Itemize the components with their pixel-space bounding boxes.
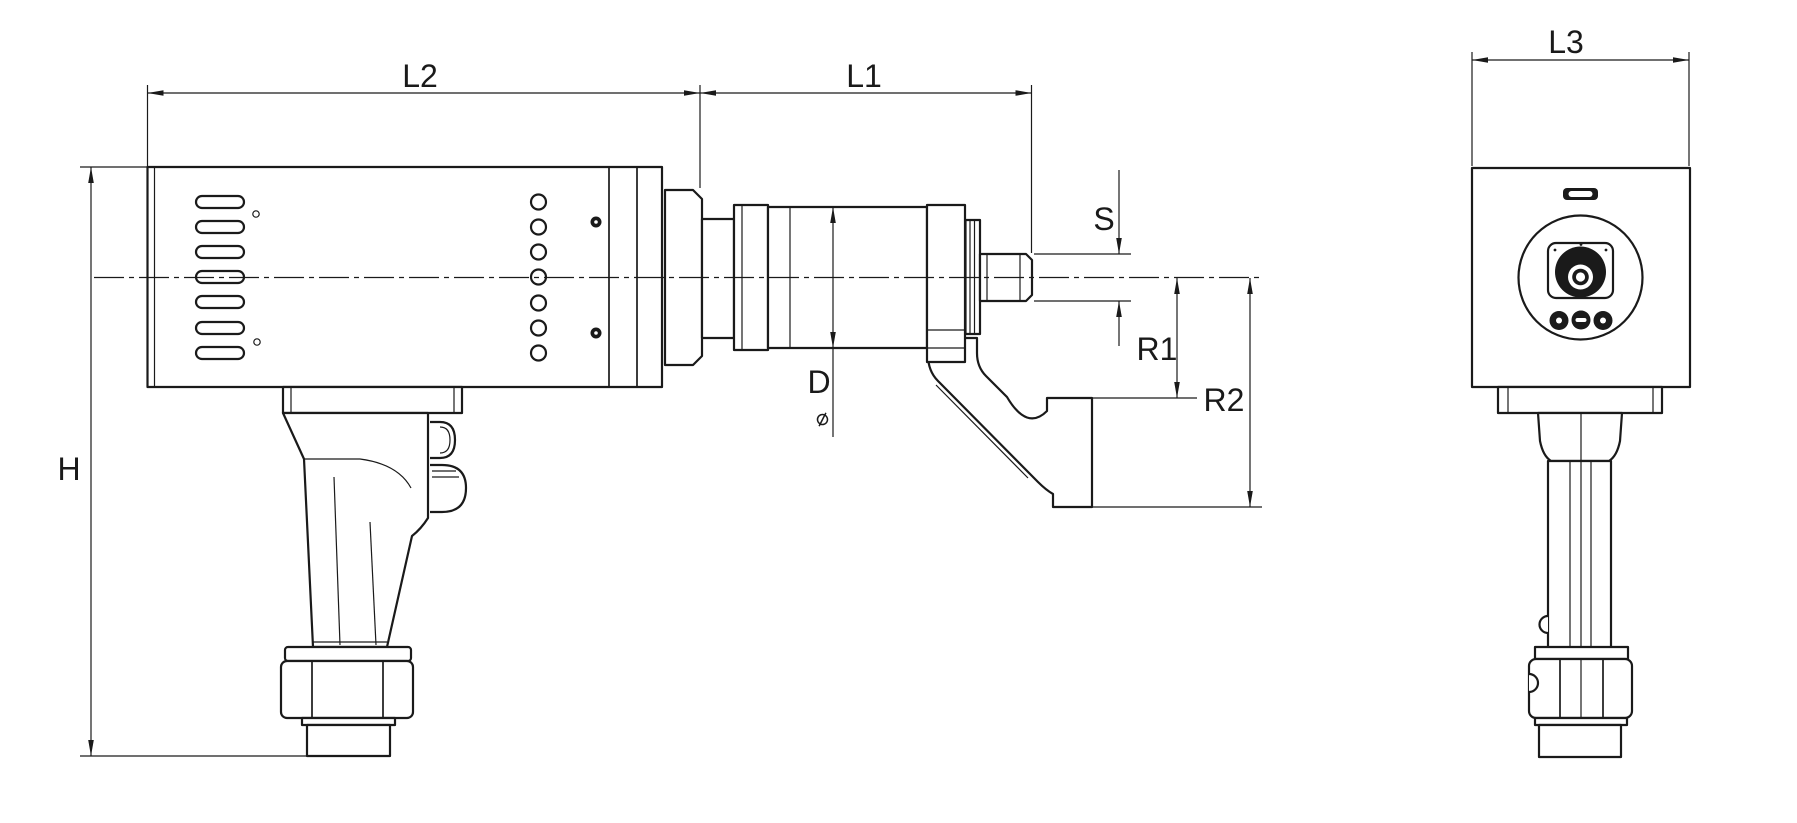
dimension-h: H xyxy=(57,166,307,757)
label-r1: R1 xyxy=(1137,331,1178,367)
drive-face xyxy=(1517,214,1644,341)
trigger-button-upper xyxy=(430,420,457,460)
label-r2: R2 xyxy=(1204,382,1245,418)
label-l3: L3 xyxy=(1548,24,1584,60)
dimension-r1: R1 xyxy=(1092,278,1197,399)
label-l1: L1 xyxy=(846,58,882,94)
dimension-l3: L3 xyxy=(1471,24,1690,166)
front-view xyxy=(1470,166,1692,759)
pin-hole xyxy=(252,210,260,218)
label-s: S xyxy=(1093,201,1114,237)
vent-slots xyxy=(194,194,246,361)
control-buttons xyxy=(1549,310,1613,330)
motor-housing xyxy=(146,165,664,389)
label-diameter-symbol: ⌀ xyxy=(812,404,832,432)
dimension-s: S xyxy=(1034,170,1131,346)
label-l2: L2 xyxy=(402,58,438,94)
label-d: D xyxy=(807,364,830,400)
dimension-l2: L2 xyxy=(146,58,701,188)
dimension-r2: R2 xyxy=(1092,278,1262,508)
screw-heads xyxy=(590,216,602,339)
pin-hole xyxy=(253,338,261,346)
led-indicator xyxy=(1563,188,1598,200)
side-view xyxy=(94,165,1262,758)
gearbox xyxy=(766,203,982,364)
trigger-button-lower xyxy=(430,463,468,514)
dimension-d: D ⌀ xyxy=(807,207,836,437)
label-h: H xyxy=(57,451,80,487)
battery-pack xyxy=(279,645,415,758)
dimension-l1: L1 xyxy=(700,58,1033,253)
front-battery xyxy=(1527,645,1634,759)
handle xyxy=(281,385,468,649)
bolt-hole-column xyxy=(529,193,548,362)
reaction-arm xyxy=(926,336,1094,509)
front-handle xyxy=(1496,385,1664,653)
